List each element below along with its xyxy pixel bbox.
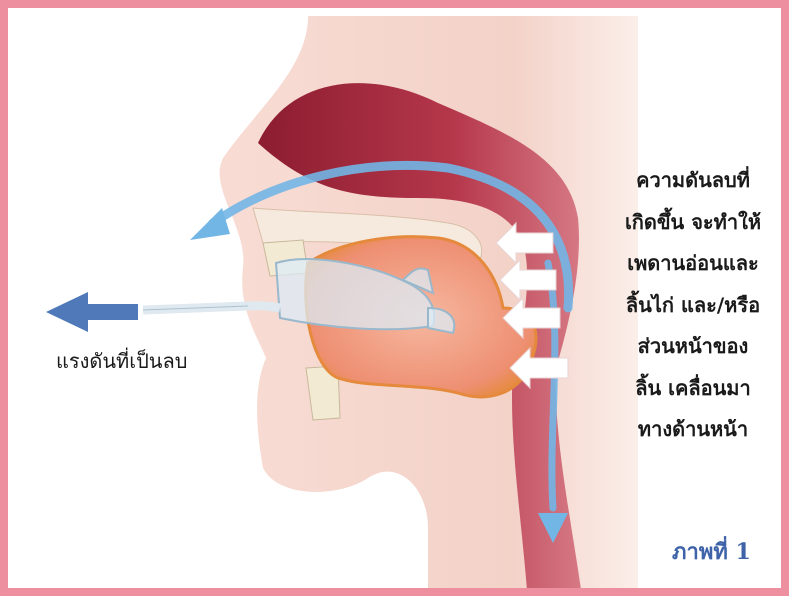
explanation-line: เพดานอ่อนและ: [604, 243, 782, 285]
explanation-line: ลิ้น เคลื่อนมา: [604, 368, 782, 410]
explanation-text: ความดันลบที่ เกิดขึ้น จะทำให้ เพดานอ่อนแ…: [604, 160, 782, 451]
explanation-line: ลิ้นไก่ และ/หรือ: [604, 285, 782, 327]
negative-pressure-arrow: [46, 292, 138, 332]
explanation-line: ความดันลบที่: [604, 160, 782, 202]
figure-label: ภาพที่ 1: [672, 534, 751, 569]
pressure-label: แรงดันที่เป็นลบ: [56, 345, 187, 377]
explanation-line: ทางด้านหน้า: [604, 409, 782, 451]
explanation-line: ส่วนหน้าของ: [604, 326, 782, 368]
explanation-line: เกิดขึ้น จะทำให้: [604, 202, 782, 244]
